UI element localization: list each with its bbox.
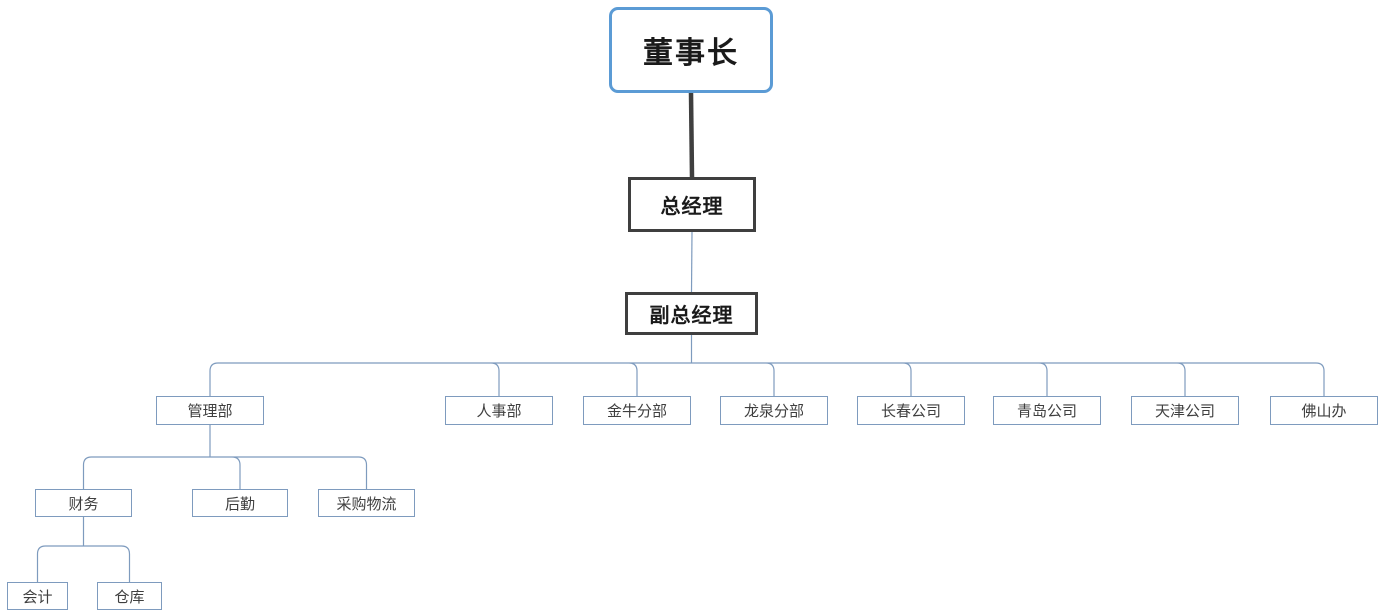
org-node-label-jinniu-branch: 金牛分部: [606, 403, 667, 420]
org-node-foshan-office: 佛山办: [1270, 396, 1378, 425]
org-node-label-foshan-office: 佛山办: [1301, 403, 1347, 420]
org-node-general-manager: 总经理: [628, 177, 756, 232]
org-node-label-management-dept: 管理部: [187, 403, 233, 420]
org-node-chairman: 董事长: [609, 7, 773, 93]
org-node-label-accounting: 会计: [22, 588, 53, 606]
org-node-label-deputy-general-manager: 副总经理: [649, 305, 734, 327]
org-node-finance: 财务: [35, 489, 132, 517]
org-node-accounting: 会计: [7, 582, 68, 610]
org-node-label-qingdao-company: 青岛公司: [1016, 403, 1077, 420]
org-node-label-general-manager: 总经理: [660, 196, 724, 218]
org-node-qingdao-company: 青岛公司: [993, 396, 1101, 425]
connector-bus-finance: [36, 517, 131, 582]
org-node-logistics: 后勤: [192, 489, 288, 517]
org-node-deputy-general-manager: 副总经理: [625, 292, 758, 335]
org-node-longquan-branch: 龙泉分部: [720, 396, 828, 425]
connector-chairman-to-general-manager: [688, 92, 695, 178]
org-node-procurement-logistics: 采购物流: [318, 489, 415, 517]
org-node-jinniu-branch: 金牛分部: [583, 396, 691, 425]
org-node-label-hr-dept: 人事部: [476, 403, 522, 420]
org-node-label-warehouse: 仓库: [114, 588, 145, 606]
org-node-warehouse: 仓库: [97, 582, 162, 610]
org-node-label-finance: 财务: [68, 495, 99, 513]
org-node-management-dept: 管理部: [156, 396, 264, 425]
org-node-label-longquan-branch: 龙泉分部: [743, 403, 804, 420]
org-node-label-logistics: 后勤: [224, 495, 255, 513]
org-node-tianjin-company: 天津公司: [1131, 396, 1239, 425]
org-node-hr-dept: 人事部: [445, 396, 553, 425]
org-node-label-tianjin-company: 天津公司: [1154, 403, 1215, 420]
connector-general-manager-to-deputy-general-manager: [690, 231, 693, 293]
org-node-label-procurement-logistics: 采购物流: [336, 495, 397, 513]
connector-bus-deputy-general-manager: [209, 335, 1325, 396]
org-node-label-chairman: 董事长: [643, 37, 739, 70]
connector-bus-management-dept: [82, 425, 368, 489]
org-node-changchun-company: 长春公司: [857, 396, 965, 425]
org-node-label-changchun-company: 长春公司: [880, 403, 941, 420]
